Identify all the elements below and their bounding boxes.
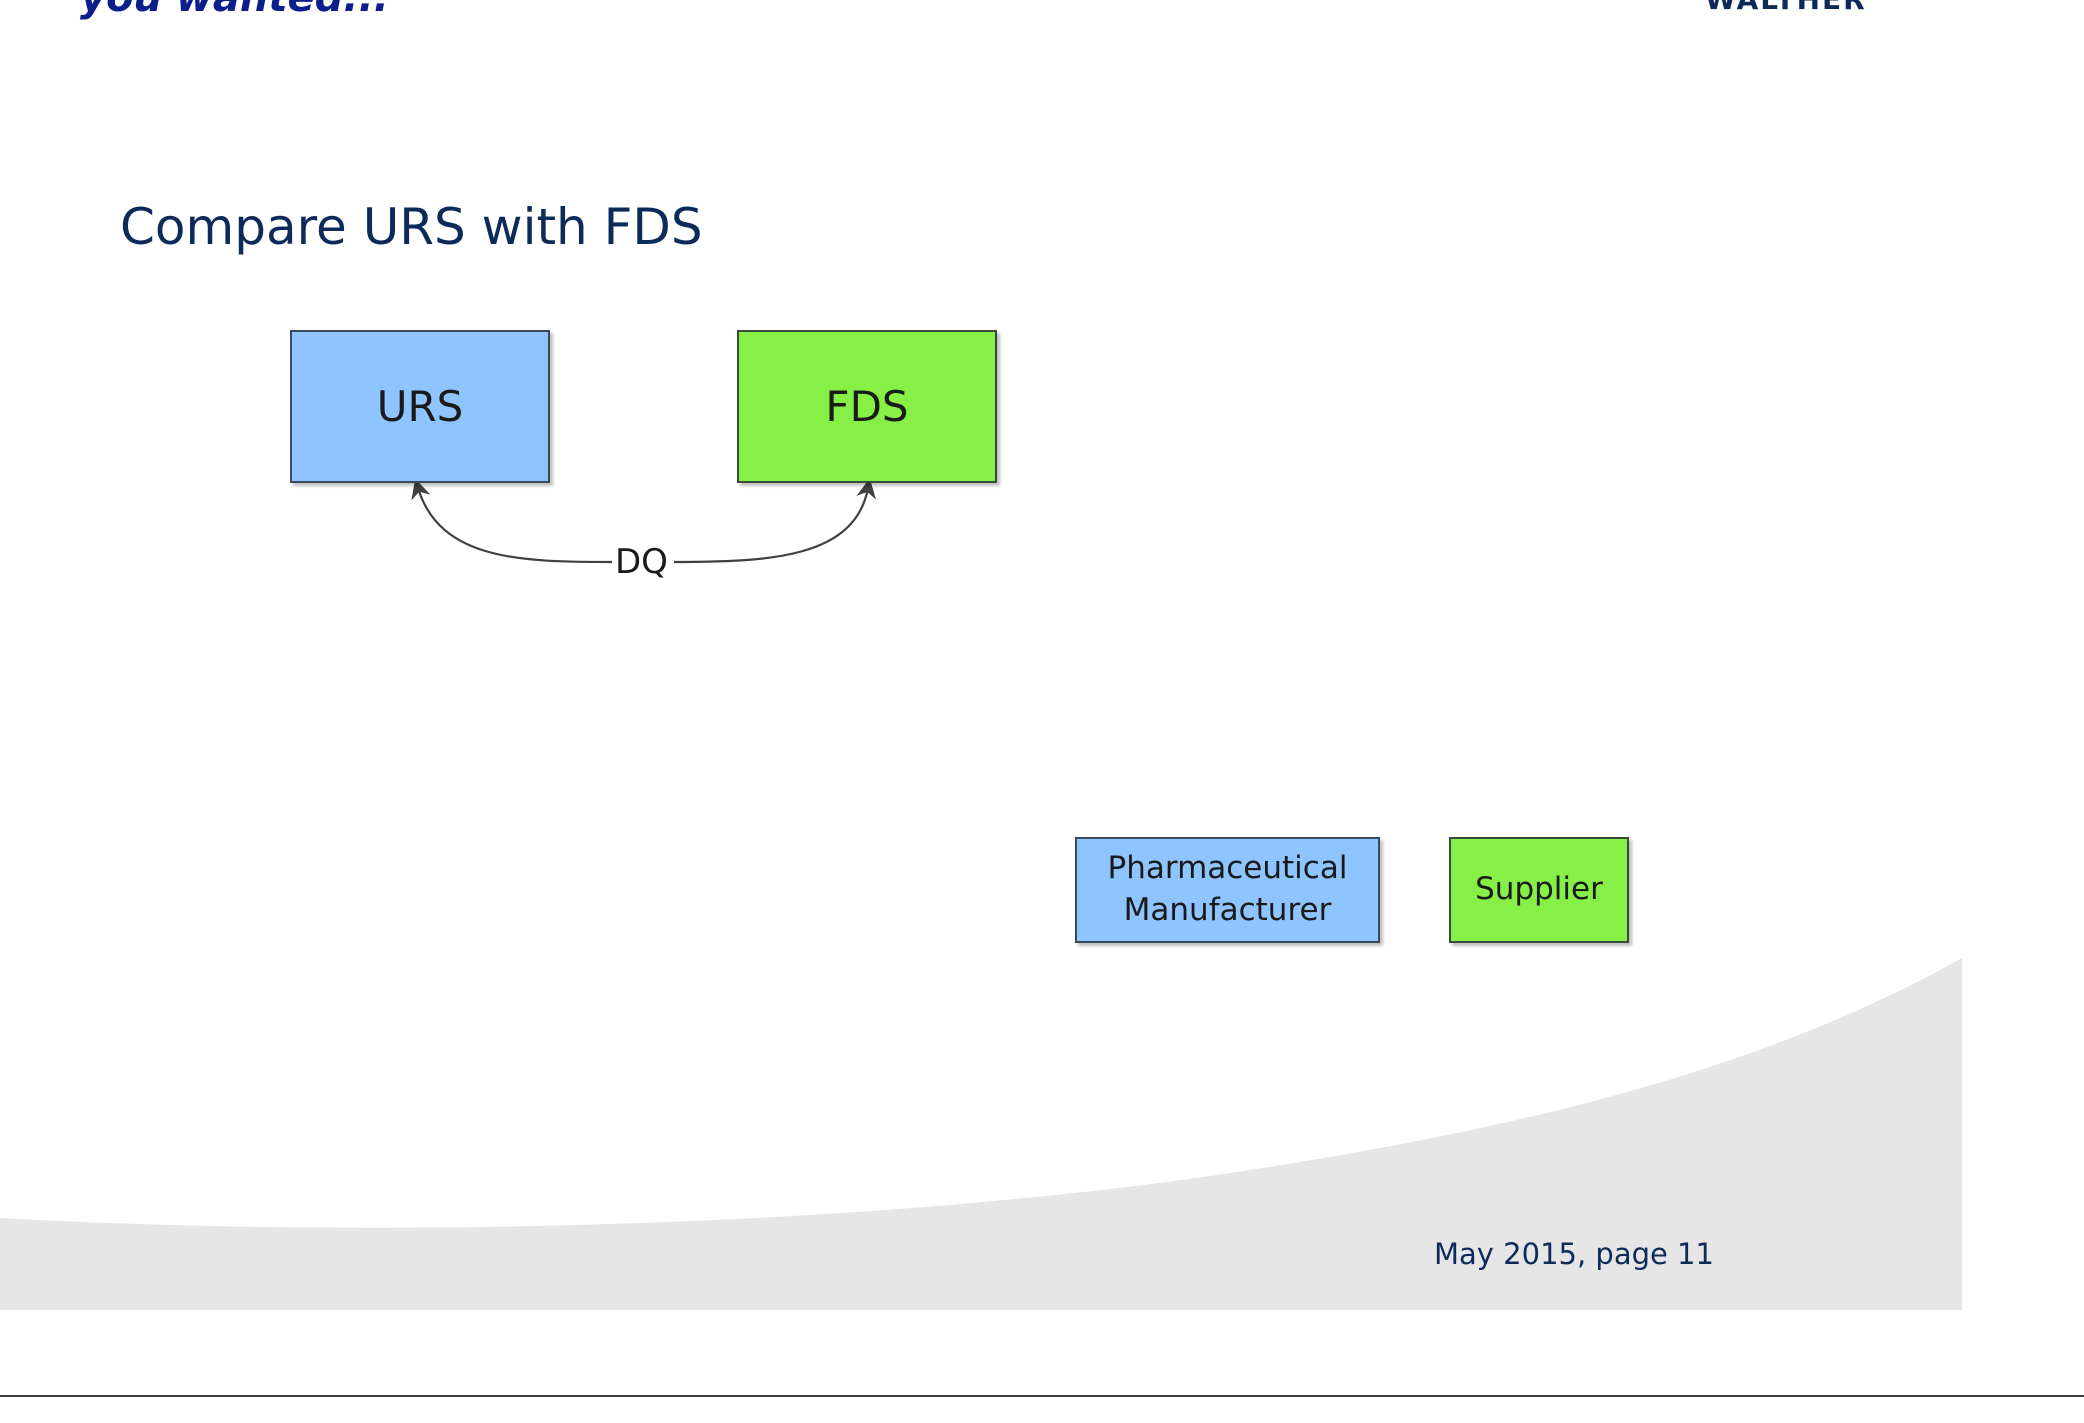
- legend-supplier-label: Supplier: [1475, 871, 1603, 908]
- company-logo: WALTHER: [1705, 0, 1867, 14]
- bottom-divider: [0, 1395, 2084, 1397]
- dq-edge-label: DQ: [613, 542, 670, 582]
- dq-arrow-to-fds: [673, 478, 876, 564]
- dq-arrow-to-urs: [411, 478, 613, 564]
- header-title: you wanted...: [80, 0, 389, 18]
- fds-node-label: FDS: [825, 382, 909, 431]
- swoosh-shape: [0, 958, 1962, 1310]
- legend-pharmaceutical-manufacturer: Pharmaceutical Manufacturer: [1075, 837, 1380, 943]
- slide-heading: Compare URS with FDS: [120, 198, 703, 256]
- footer-page-info: May 2015, page 11: [1434, 1237, 1714, 1271]
- legend-supplier: Supplier: [1449, 837, 1629, 943]
- fds-node: FDS: [737, 330, 997, 483]
- legend-pharmaceutical-manufacturer-label: Pharmaceutical Manufacturer: [1107, 850, 1348, 928]
- urs-node-label: URS: [376, 382, 464, 431]
- urs-node: URS: [290, 330, 550, 483]
